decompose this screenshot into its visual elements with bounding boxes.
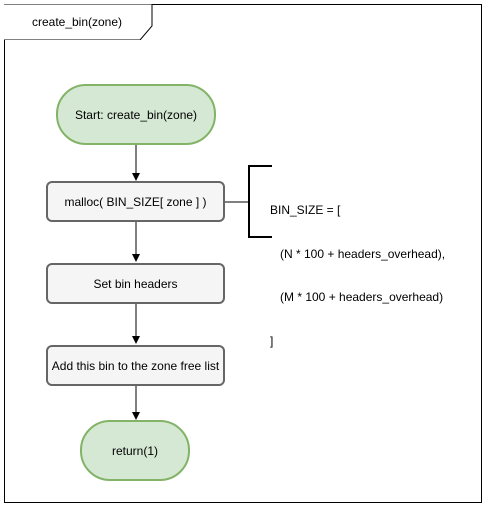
annotation-line: (N * 100 + headers_overhead), [270,246,446,261]
add-free-list-node[interactable]: Add this bin to the zone free list [46,345,225,386]
frame-title: create_bin(zone) [31,15,123,29]
frame-title-tab [4,4,153,40]
bin-size-annotation: BIN_SIZE = [ (N * 100 + headers_overhead… [270,174,445,363]
annotation-bracket [248,165,272,238]
malloc-node[interactable]: malloc( BIN_SIZE[ zone ] ) [46,181,225,222]
return-node[interactable]: return(1) [80,420,190,481]
annotation-line: BIN_SIZE = [ [270,203,341,217]
start-node[interactable]: Start: create_bin(zone) [56,84,216,145]
set-headers-node[interactable]: Set bin headers [46,263,225,304]
annotation-line: (M * 100 + headers_overhead) [270,290,444,304]
start-node-label: Start: create_bin(zone) [74,107,198,122]
set-headers-node-label: Set bin headers [93,276,178,291]
malloc-node-label: malloc( BIN_SIZE[ zone ] ) [64,194,207,209]
return-node-label: return(1) [111,443,158,458]
annotation-line: ] [270,333,274,348]
diagram-frame [4,4,482,503]
add-free-list-node-label: Add this bin to the zone free list [51,358,220,373]
